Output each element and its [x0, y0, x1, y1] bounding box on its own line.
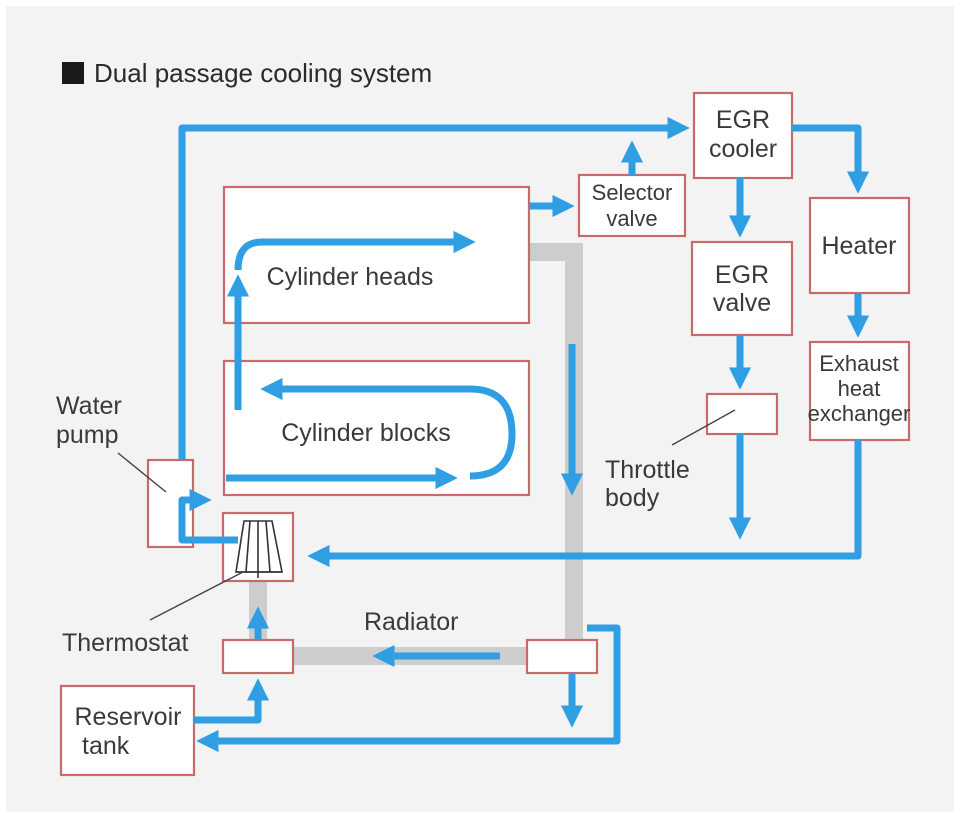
flow-radiator-to-reservoir	[196, 624, 621, 753]
flow-heads-internal	[234, 230, 476, 271]
exhaust-label-2: heat	[838, 376, 881, 401]
radiator-right-tank	[525, 638, 599, 675]
reservoir-tank-box	[59, 684, 196, 777]
water-pump-leader	[117, 452, 167, 493]
water-pump-label-2: pump	[56, 421, 119, 449]
cylinder-heads-label: Cylinder heads	[267, 263, 434, 291]
flow-exchanger-return	[307, 440, 862, 568]
thermostat-leader	[149, 571, 244, 621]
egr-cooler-label-1: EGR	[716, 106, 770, 134]
cylinder-blocks-label: Cylinder blocks	[281, 419, 451, 447]
egr-cooler-label-2: cooler	[709, 135, 777, 163]
selector-valve-box	[577, 173, 687, 238]
flow-egr-cooler-to-heater	[792, 124, 870, 194]
egr-valve-label-1: EGR	[715, 261, 769, 289]
heater-box	[808, 196, 911, 295]
flow-reservoir-to-radiator	[194, 678, 270, 724]
water-pump-label-1: Water	[56, 392, 122, 420]
selector-valve-label-1: Selector	[592, 180, 673, 205]
cylinder-heads-box	[222, 185, 531, 325]
flow-thermostat-to-pump	[178, 488, 238, 544]
radiator-left-tank	[221, 638, 295, 675]
radiator-label: Radiator	[364, 608, 459, 636]
title-square-icon	[62, 62, 84, 84]
heater-label: Heater	[821, 232, 896, 260]
selector-valve-label-2: valve	[606, 206, 657, 231]
throttle-body-label-2: body	[605, 484, 660, 512]
reservoir-tank-label-1: Reservoir	[75, 703, 182, 731]
exhaust-label-3: exchanger	[808, 401, 911, 426]
flow-pump-to-egr-cooler	[178, 116, 690, 460]
egr-valve-box	[690, 240, 794, 337]
thermostat-label: Thermostat	[62, 629, 188, 657]
thermostat-valve-icon	[235, 520, 283, 578]
egr-cooler-box	[692, 91, 794, 180]
exhaust-heat-exchanger-box	[808, 340, 911, 442]
throttle-body-label-1: Throttle	[605, 456, 690, 484]
egr-valve-label-2: valve	[713, 289, 771, 317]
throttle-body-box	[705, 392, 779, 436]
flow-blocks-loop	[260, 377, 516, 480]
diagram-title: Dual passage cooling system	[94, 58, 432, 88]
reservoir-tank-label-2: tank	[82, 732, 130, 760]
throttle-body-leader	[671, 409, 736, 446]
exhaust-label-1: Exhaust	[819, 351, 899, 376]
